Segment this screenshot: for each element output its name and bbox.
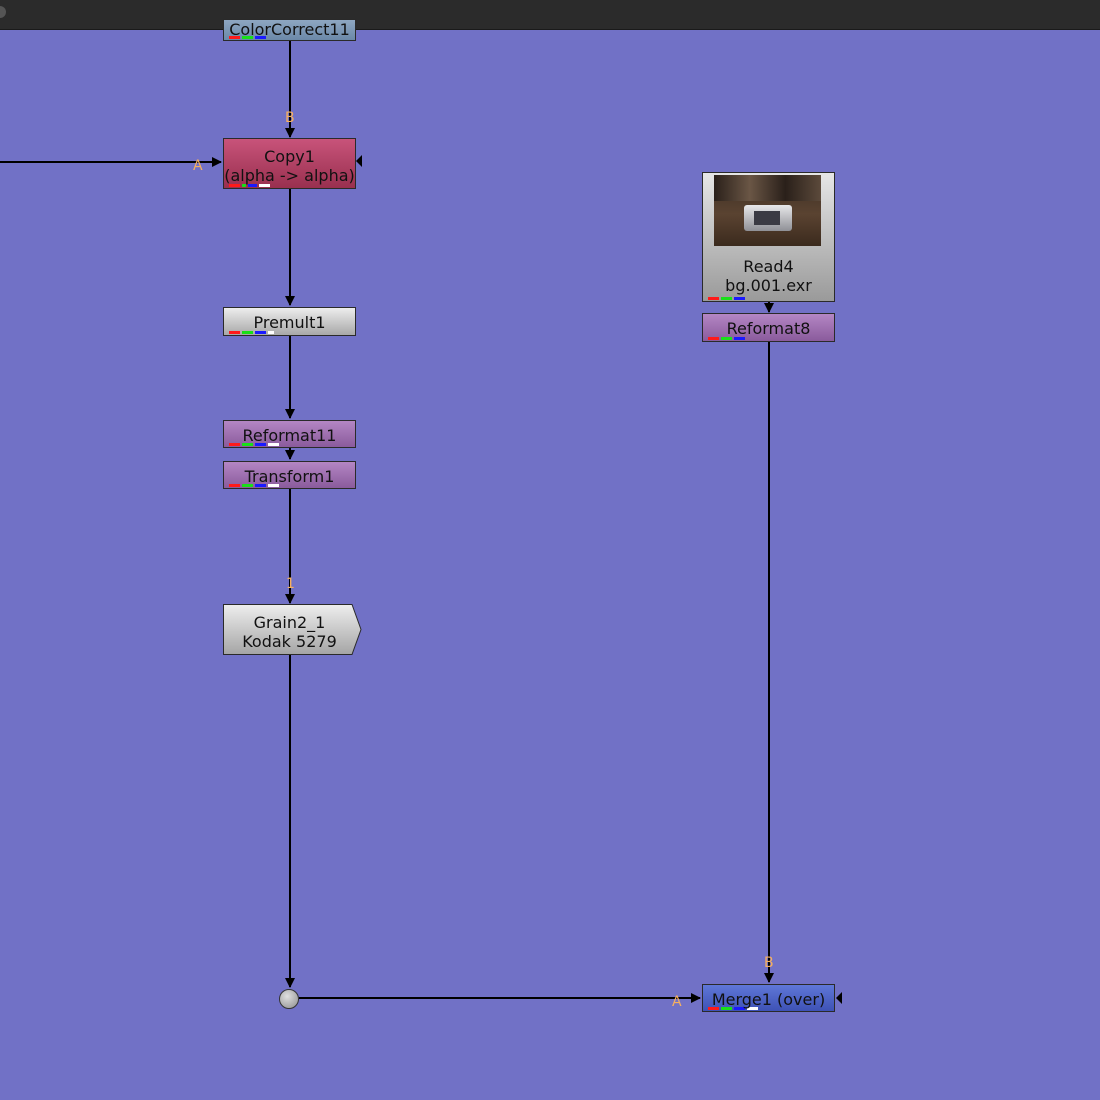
copy-input-b-label: B (285, 110, 295, 126)
channel-indicator (708, 1007, 758, 1010)
read-thumbnail (714, 175, 821, 246)
grain-input-1-label: 1 (286, 576, 295, 592)
node-label: ColorCorrect11 (229, 20, 350, 39)
copy-input-a-label: A (193, 158, 203, 174)
node-reformat11[interactable]: Reformat11 (223, 420, 356, 448)
node-sublabel: Kodak 5279 (242, 632, 337, 651)
node-transform[interactable]: Transform1 (223, 461, 356, 489)
merge-input-a-label: A (672, 994, 682, 1010)
dot-node[interactable] (279, 989, 299, 1009)
node-merge[interactable]: Merge1 (over) (702, 984, 835, 1012)
channel-indicator (229, 484, 279, 487)
merge-mask-input-icon (836, 992, 842, 1004)
channel-indicator (229, 443, 279, 446)
node-colorcorrect[interactable]: ColorCorrect11 (223, 19, 356, 41)
node-sublabel: (alpha -> alpha) (224, 166, 355, 185)
top-bar (0, 0, 1100, 30)
node-reformat8[interactable]: Reformat8 (702, 313, 835, 342)
node-read[interactable]: Read4 bg.001.exr (702, 172, 835, 302)
channel-indicator (229, 331, 274, 334)
node-label: Copy1 (264, 147, 315, 166)
node-label: Grain2_1 (253, 613, 326, 632)
node-label: Transform1 (244, 467, 335, 486)
node-label: Premult1 (253, 313, 326, 332)
channel-indicator (229, 36, 266, 39)
channel-indicator (708, 297, 745, 300)
close-icon[interactable] (0, 6, 6, 18)
merge-input-b-label: B (764, 955, 774, 971)
node-label: Reformat11 (242, 426, 337, 445)
copy-mask-input-icon (356, 155, 362, 167)
node-label: Reformat8 (726, 319, 811, 338)
node-premult[interactable]: Premult1 (223, 307, 356, 336)
node-copy[interactable]: Copy1 (alpha -> alpha) (223, 138, 356, 189)
node-label: Read4 (743, 257, 794, 276)
node-label: Merge1 (over) (711, 990, 826, 1009)
node-grain[interactable]: Grain2_1 Kodak 5279 (223, 604, 362, 655)
node-sublabel: bg.001.exr (725, 276, 812, 295)
grain-node-shape (223, 604, 362, 655)
channel-indicator (229, 184, 270, 187)
channel-indicator (708, 337, 745, 340)
